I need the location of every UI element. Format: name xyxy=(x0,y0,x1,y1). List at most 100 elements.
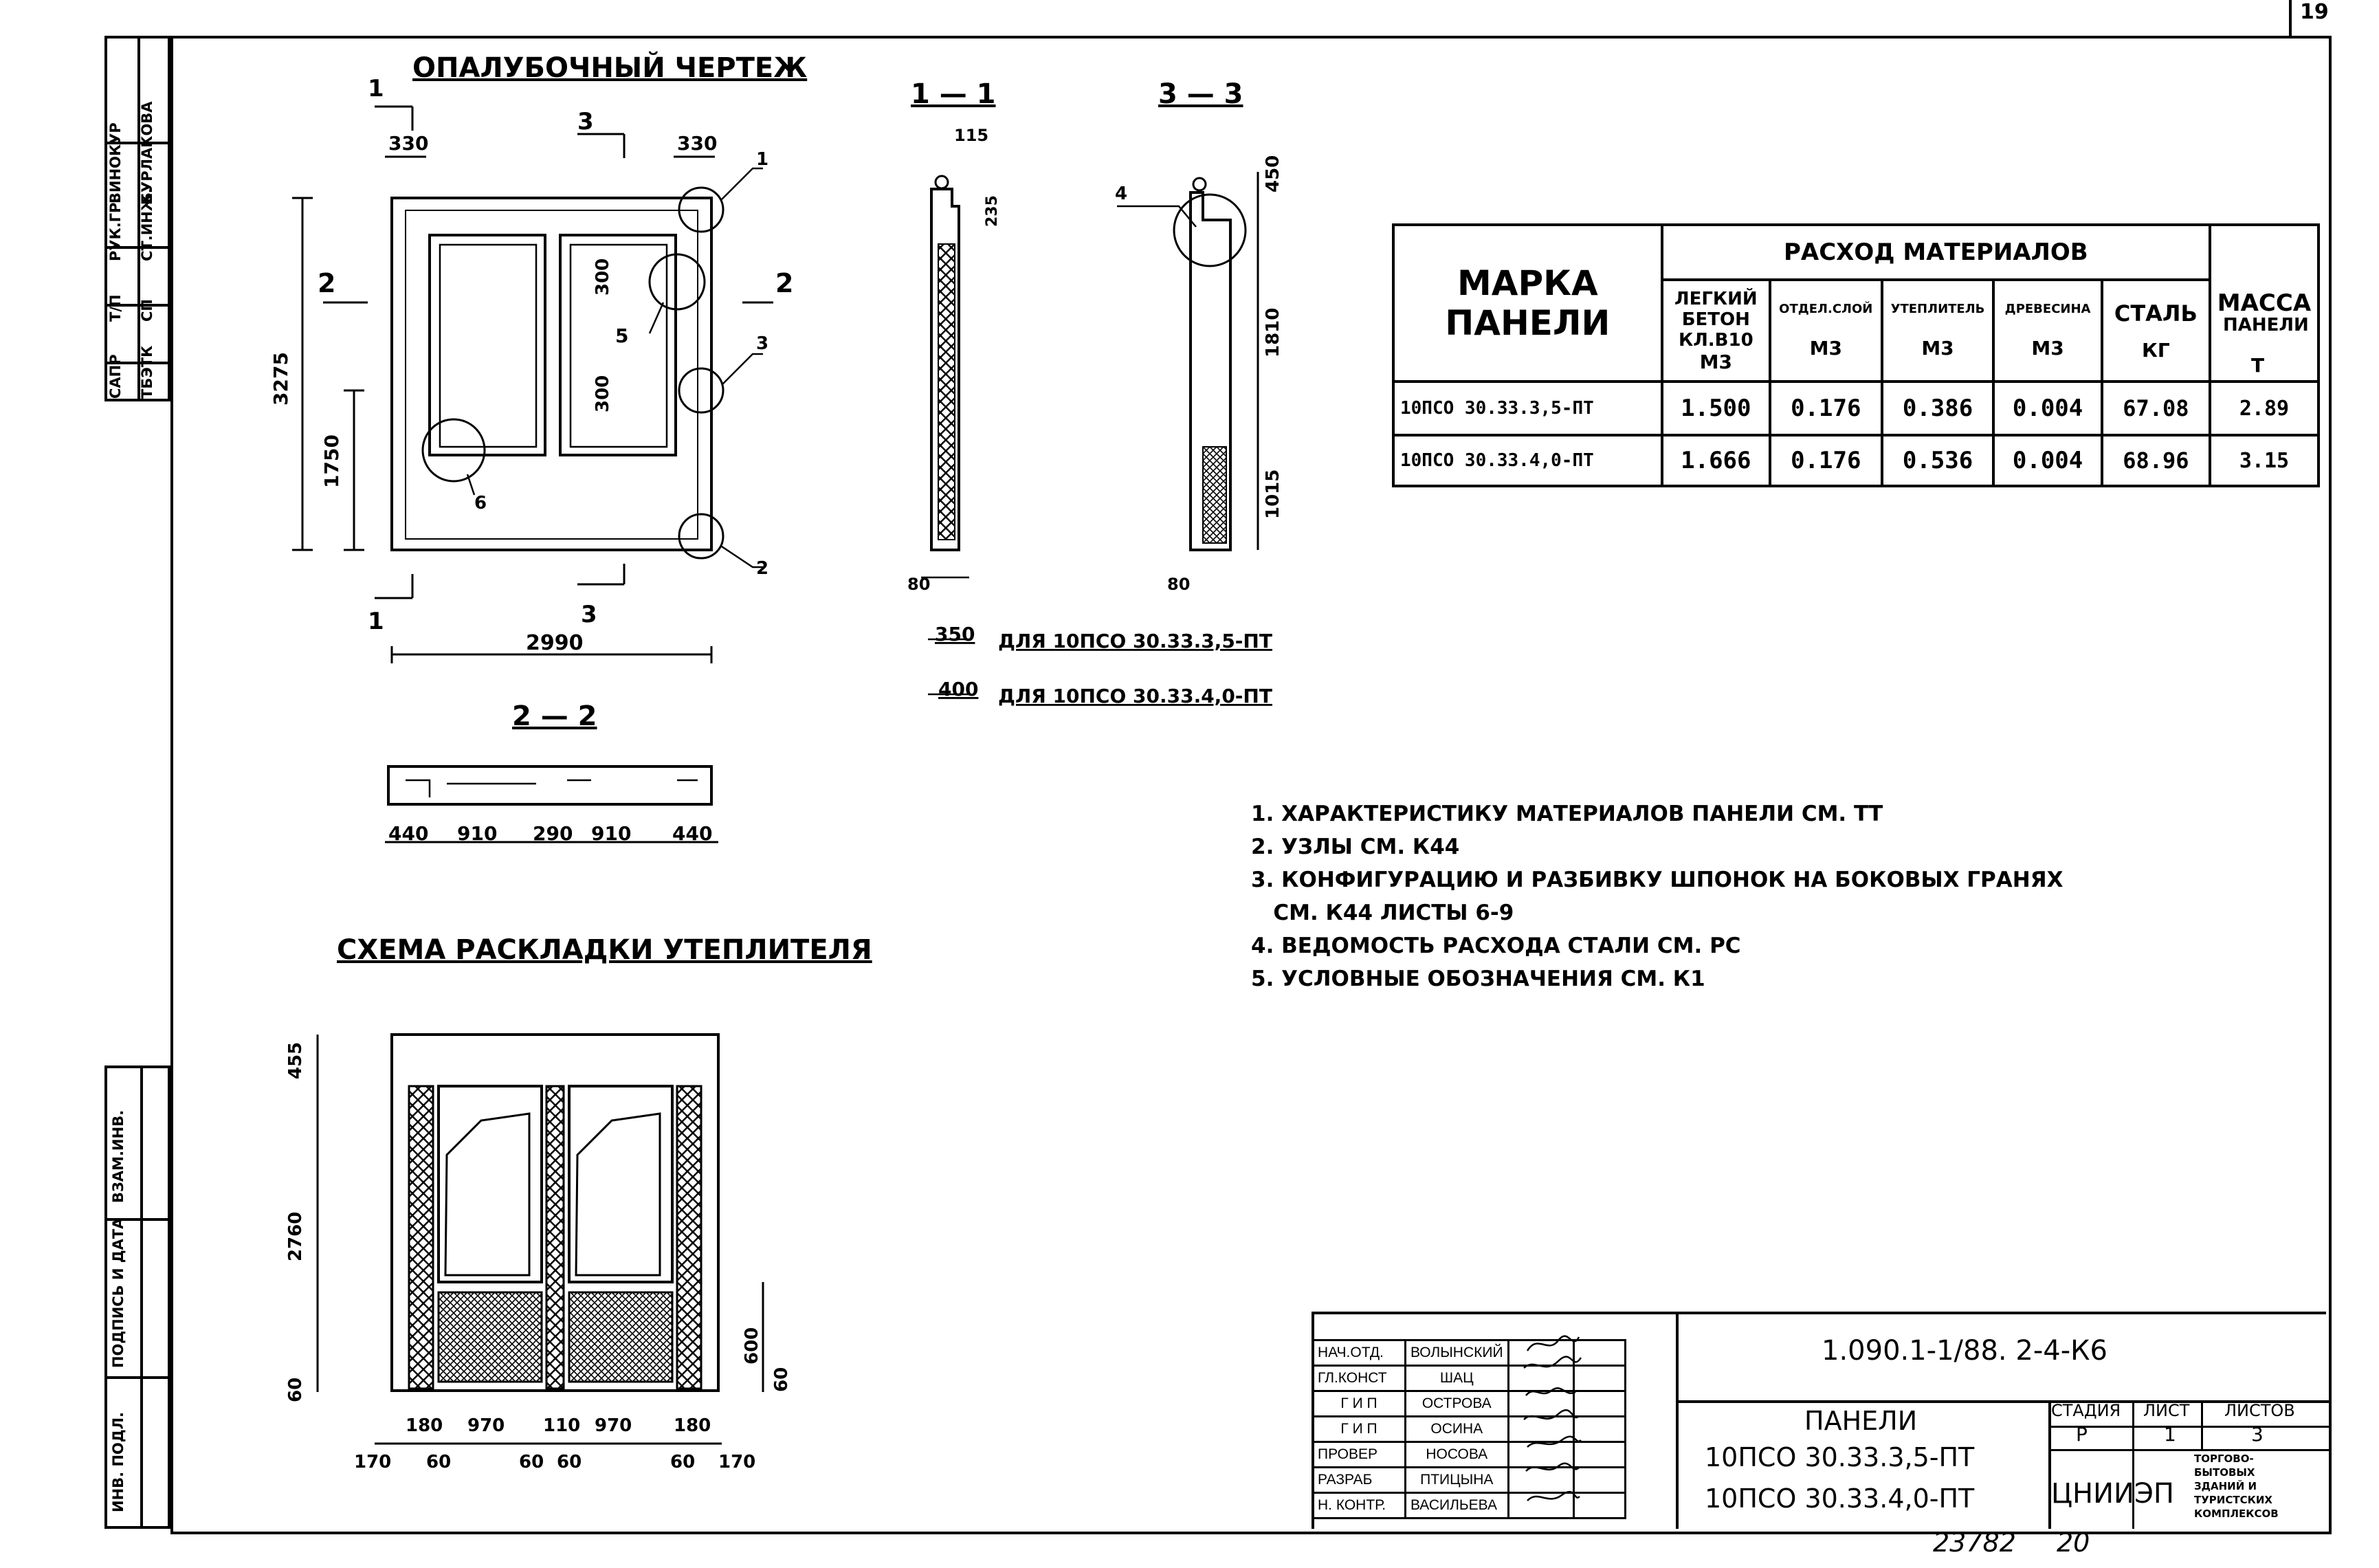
row2-mark: 10ПСО 30.33.4,0-ПТ xyxy=(1392,434,1663,487)
sig-name: НОСОВА xyxy=(1404,1441,1509,1468)
th-materials: РАСХОД МАТЕРИАЛОВ xyxy=(1660,223,2211,281)
callout-3: 3 xyxy=(756,333,768,354)
note-3b: СМ. К44 ЛИСТЫ 6-9 xyxy=(1251,901,1514,925)
secmark-3-top: 3 xyxy=(577,108,594,135)
sec33-dim-450: 450 xyxy=(1263,155,1283,192)
callout-5: 5 xyxy=(615,324,628,347)
row1-wood: 0.004 xyxy=(1992,380,2103,437)
secnote-dim-400: 400 xyxy=(938,678,978,700)
ins-dim-60-d: 60 xyxy=(670,1452,695,1472)
ins-dim-600: 600 xyxy=(742,1327,762,1365)
row1-finish: 0.176 xyxy=(1768,380,1883,437)
row2-insul: 0.536 xyxy=(1880,434,1995,487)
callout-4: 4 xyxy=(1115,184,1127,204)
materials-table: МАРКА ПАНЕЛИ РАСХОД МАТЕРИАЛОВ МАССА ЛЕГ… xyxy=(1392,223,2321,487)
doc-title: ПАНЕЛИ xyxy=(1804,1406,1918,1436)
note-3: 3. КОНФИГУРАЦИЮ И РАЗБИВКУ ШПОНОК НА БОК… xyxy=(1251,868,2063,892)
sheet-frame xyxy=(170,36,2332,1534)
sec33-dim-80: 80 xyxy=(1167,575,1190,594)
sheet-top-tick xyxy=(2289,0,2292,36)
sig-name: ВАСИЛЬЕВА xyxy=(1404,1492,1509,1519)
sheets-header: ЛИСТОВ xyxy=(2224,1401,2295,1420)
sec22-dim-910-right: 910 xyxy=(591,822,631,845)
sig-role: ГЛ.КОНСТ xyxy=(1312,1365,1406,1392)
secnote-text-400: ДЛЯ 10ПСО 30.33.4,0-ПТ xyxy=(998,685,1272,707)
dim-300-a: 300 xyxy=(593,258,613,296)
secmark-3-bot: 3 xyxy=(581,601,597,628)
sig-name: ОСТРОВА xyxy=(1404,1390,1509,1417)
row1-insul: 0.386 xyxy=(1880,380,1995,437)
title-formwork: ОПАЛУБОЧНЫЙ ЧЕРТЕЖ xyxy=(412,51,807,84)
dim-2990: 2990 xyxy=(526,631,584,655)
sheet-header: ЛИСТ xyxy=(2143,1401,2190,1420)
ins-dim-2760: 2760 xyxy=(285,1212,306,1261)
inventory-number: 23782 xyxy=(1933,1527,2016,1558)
dim-330-right: 330 xyxy=(677,132,717,155)
th-mark-1: МАРКА xyxy=(1457,263,1598,303)
sec11-dim-115: 115 xyxy=(954,126,988,145)
formwork-dims: 330 330 3275 1750 2990 300 300 1 3 2 5 6… xyxy=(269,75,793,655)
note-5: 5. УСЛОВНЫЕ ОБОЗНАЧЕНИЯ СМ. К1 xyxy=(1251,967,1705,991)
dim-330-left: 330 xyxy=(388,132,428,155)
ins-dim-170-left: 170 xyxy=(354,1452,391,1472)
ins-dim-180-left: 180 xyxy=(406,1415,443,1436)
sig-role: Г И П xyxy=(1312,1415,1406,1443)
title-sec22: 2 — 2 xyxy=(512,700,597,732)
section-11 xyxy=(921,175,969,696)
ins-dim-60-left: 60 xyxy=(285,1378,306,1402)
secnote-dim-350: 350 xyxy=(935,623,975,645)
section-22 xyxy=(385,765,718,843)
sig-role: НАЧ.ОТД. xyxy=(1312,1339,1406,1367)
th-steel-unit: КГ xyxy=(2141,338,2170,362)
note-1: 1. ХАРАКТЕРИСТИКУ МАТЕРИАЛОВ ПАНЕЛИ СМ. … xyxy=(1251,802,1883,826)
ins-dim-110: 110 xyxy=(543,1415,580,1436)
row2-concrete: 1.666 xyxy=(1660,434,1771,487)
row1-mass: 2.89 xyxy=(2208,380,2321,437)
signature-scribbles xyxy=(1523,1335,1582,1501)
sig-role: Г И П xyxy=(1312,1390,1406,1417)
secmark-1-top: 1 xyxy=(368,75,384,102)
ins-dim-180-right: 180 xyxy=(674,1415,711,1436)
title-sec33: 3 — 3 xyxy=(1158,78,1243,110)
formwork-panel xyxy=(292,105,773,663)
sec22-dim-440-right: 440 xyxy=(672,822,712,845)
ins-dim-170-right: 170 xyxy=(718,1452,755,1472)
org-name: ЦНИИЭП xyxy=(2051,1478,2174,1510)
sec22-dim-290: 290 xyxy=(533,822,573,845)
secmark-2-left: 2 xyxy=(318,268,335,298)
doc-mark-2: 10ПСО 30.33.4,0-ПТ xyxy=(1705,1483,1975,1514)
note-4: 4. ВЕДОМОСТЬ РАСХОДА СТАЛИ СМ. РС xyxy=(1251,934,1741,958)
sec11-dim-235: 235 xyxy=(984,195,1001,227)
sig-role: Н. КОНТР. xyxy=(1312,1492,1406,1519)
th-insul-unit: М3 xyxy=(1921,337,1954,360)
sig-name: ВОЛЫНСКИЙ xyxy=(1404,1339,1509,1367)
th-concrete-1: ЛЕГКИЙ xyxy=(1674,288,1758,309)
th-mass-1: МАССА xyxy=(2217,289,2312,317)
ins-dim-60-c: 60 xyxy=(557,1452,582,1472)
notes: 1. ХАРАКТЕРИСТИКУ МАТЕРИАЛОВ ПАНЕЛИ СМ. … xyxy=(1251,797,2063,995)
dim-3275: 3275 xyxy=(269,352,292,406)
sec11-dim-80: 80 xyxy=(907,575,930,594)
th-steel: СТАЛЬ xyxy=(2114,300,2198,327)
row2-finish: 0.176 xyxy=(1768,434,1883,487)
section-33 xyxy=(1117,172,1259,551)
doc-mark-1: 10ПСО 30.33.3,5-ПТ xyxy=(1705,1442,1975,1472)
th-wood: ДРЕВЕСИНА xyxy=(2004,302,2091,316)
left-stamp-top xyxy=(104,36,170,401)
th-concrete-unit: М3 xyxy=(1699,350,1732,373)
sec22-dim-440-left: 440 xyxy=(388,822,428,845)
secmark-1-bot: 1 xyxy=(368,608,384,635)
row2-mass: 3.15 xyxy=(2208,434,2321,487)
ins-dim-60-b: 60 xyxy=(519,1452,544,1472)
sig-name: ШАЦ xyxy=(1404,1365,1509,1392)
row2-steel: 68.96 xyxy=(2100,434,2211,487)
ins-dim-60-a: 60 xyxy=(426,1452,451,1472)
th-finish: ОТДЕЛ.СЛОЙ xyxy=(1779,302,1873,316)
row1-concrete: 1.500 xyxy=(1660,380,1771,437)
th-finish-unit: М3 xyxy=(1809,337,1842,360)
sheets-value: 3 xyxy=(2251,1423,2264,1446)
sig-role: РАЗРАБ xyxy=(1312,1466,1406,1494)
ins-dim-970-right: 970 xyxy=(595,1415,632,1436)
sheet-value: 1 xyxy=(2164,1423,2176,1446)
